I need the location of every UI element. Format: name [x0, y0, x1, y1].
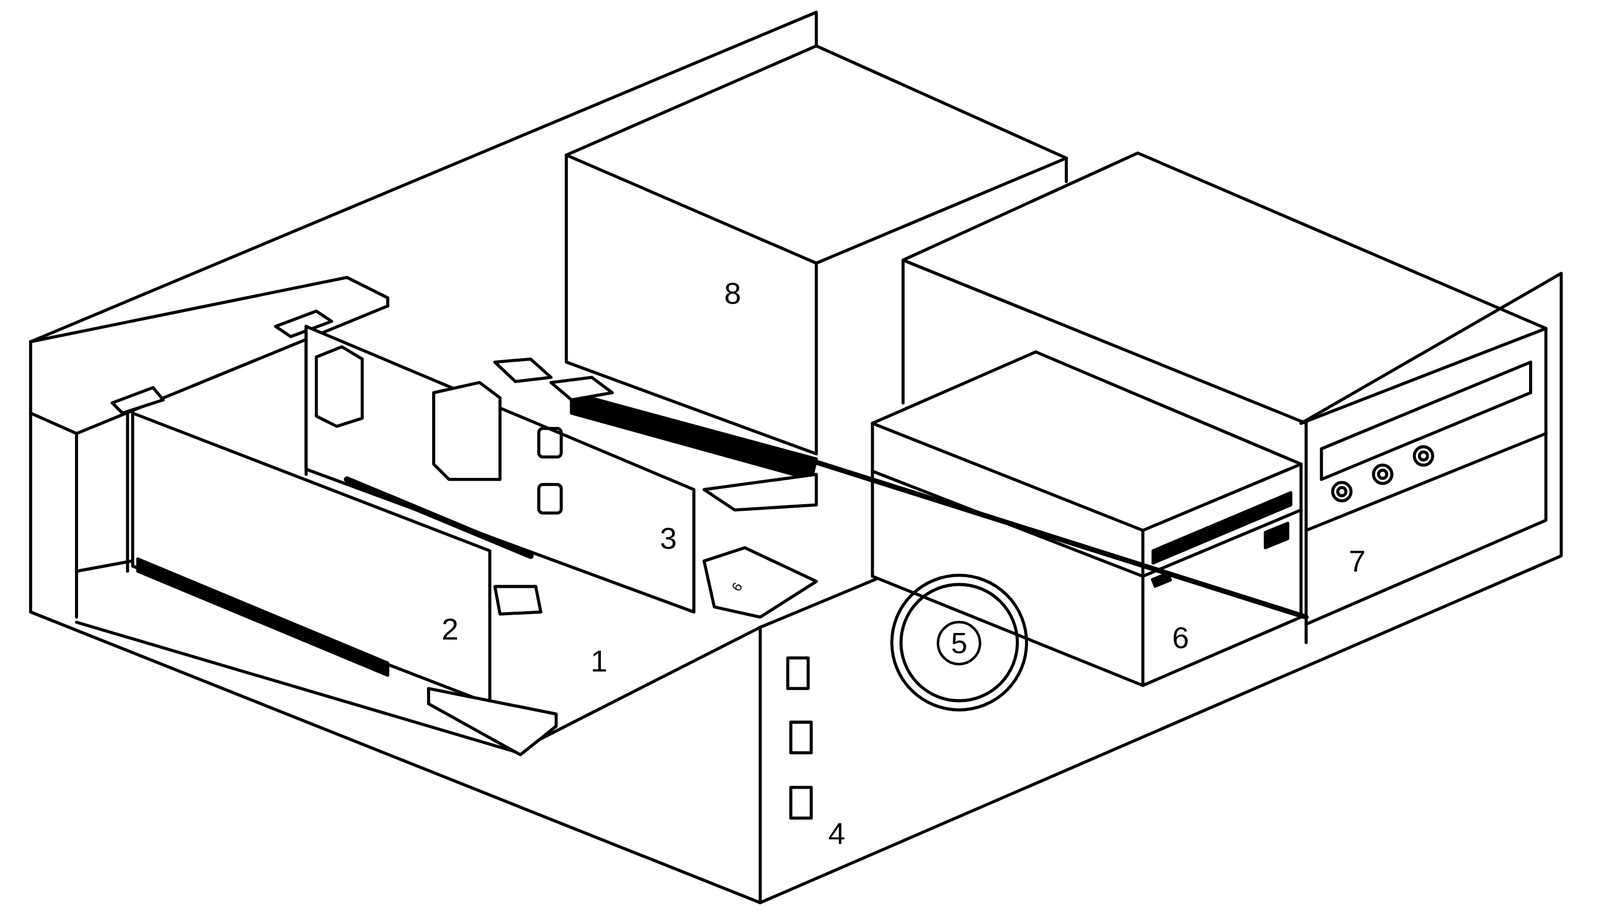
callout-number: 3 — [656, 522, 680, 555]
callout-number: 6 — [1168, 621, 1192, 655]
callout-number: 5 — [950, 628, 968, 658]
callout-number: 7 — [1345, 545, 1369, 578]
callout-number: 1 — [587, 645, 611, 678]
callout-number: 2 — [438, 613, 462, 646]
callout-number: 8 — [721, 277, 744, 310]
speaker-circle: 5 — [936, 620, 982, 666]
callout-number: 4 — [825, 817, 848, 850]
